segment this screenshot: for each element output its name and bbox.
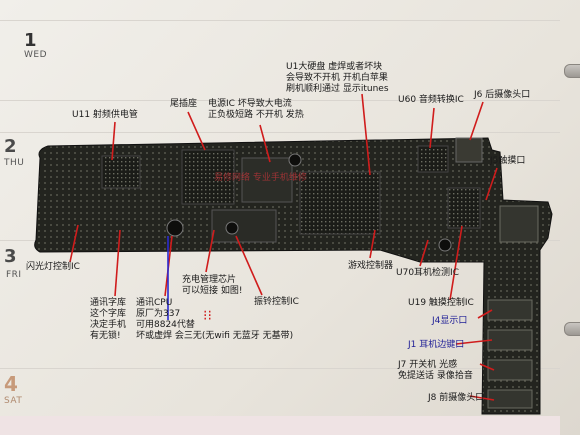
label-tail: 尾插座 (170, 99, 198, 109)
rule-line (0, 368, 560, 369)
label-j8: J8 前摄像头口 (428, 393, 485, 403)
pointer-j1 (455, 339, 493, 345)
binder-ring-icon (564, 64, 580, 78)
pointer-u70 (419, 239, 429, 267)
rule-line (0, 20, 560, 21)
label-cpu: 通讯CPU 原厂为337 可用8824代替 坏或虚焊 会三无(无wifi 无蓝牙… (136, 298, 294, 341)
label-j6: J6 后摄像头口 (474, 90, 531, 100)
label-u19: U19 触摸控制IC (408, 298, 474, 308)
label-vibrate: 振铃控制IC (254, 297, 299, 307)
pointer-u19 (449, 225, 463, 301)
chip-cpu (211, 209, 277, 243)
connector-j7 (487, 359, 533, 381)
day-number: 1 (24, 30, 37, 51)
label-u60: U60 音频转换IC (398, 95, 464, 105)
label-u1: U1大硬盘 虚焊或者坏块 会导致不开机 开机白苹果 刷机顺利通过 显示itune… (286, 62, 389, 94)
connector-j4 (487, 299, 533, 321)
label-flash-ic: 闪光灯控制IC (26, 262, 80, 272)
pointer-game (369, 229, 376, 259)
rule-line (0, 100, 560, 101)
label-j5: J5触摸口 (490, 156, 526, 166)
pointer-j4 (477, 309, 493, 319)
day-number: 3 (4, 246, 17, 267)
day-name: THU (4, 158, 25, 168)
pointer-vibrate (235, 235, 263, 296)
chip-u11 (101, 155, 141, 189)
board-watermark: 易修网络 专业手机维修 (214, 171, 307, 183)
day-number: 2 (4, 136, 17, 157)
mount-hole (225, 221, 239, 235)
pointer-tail (187, 111, 206, 151)
chip-j6 (455, 137, 483, 163)
pointer-charge (205, 229, 215, 273)
label-game: 游戏控制器 (348, 261, 394, 271)
pointer-flash (69, 224, 79, 263)
chip-u19 (447, 187, 481, 229)
label-j4: J4显示口 (432, 316, 468, 326)
day-name: FRI (6, 270, 22, 280)
pointer-font (114, 229, 121, 297)
pointer-u11 (111, 121, 116, 161)
planner-bottom-band (0, 416, 560, 435)
short-mark-icon: ⁝⁝ (203, 308, 212, 324)
connector-j5 (499, 205, 539, 243)
label-charge: 充电管理芯片 可以短接 如图! (182, 275, 243, 296)
day-name: SAT (4, 396, 23, 406)
pointer-j7 (479, 363, 495, 371)
mount-hole (438, 238, 452, 252)
label-u70: U70耳机检测IC (396, 268, 459, 278)
mount-hole (166, 219, 184, 237)
binder-ring-icon (564, 322, 580, 336)
mount-hole (288, 153, 302, 167)
pointer-j5 (485, 167, 498, 201)
label-j7: J7 开关机 光感 免提送话 录像拾音 (398, 360, 473, 381)
label-power-ic: 电源IC 坏导致大电流 正负极短路 不开机 发热 (208, 99, 304, 120)
day-name: WED (24, 50, 48, 60)
day-number: 4 (4, 372, 18, 396)
pointer-u1 (361, 93, 371, 176)
pointer-power-ic (259, 124, 271, 163)
chip-power-ic (241, 157, 293, 203)
pointer-j6 (469, 101, 484, 141)
board-main (34, 137, 553, 415)
chip-u60 (417, 145, 449, 173)
pointer-j8 (469, 395, 495, 401)
connector-j8 (487, 389, 533, 409)
chip-u1-storage (299, 171, 381, 235)
pointer-u60 (429, 107, 435, 149)
label-font-lib: 通讯字库 这个字库 决定手机 有无锁! (90, 298, 127, 341)
label-u11: U11 射频供电管 (72, 110, 138, 120)
chip-tail-area (181, 149, 235, 205)
rule-line (0, 132, 560, 133)
label-j1: J1 耳机边键口 (408, 340, 465, 350)
connector-j1 (487, 329, 533, 351)
